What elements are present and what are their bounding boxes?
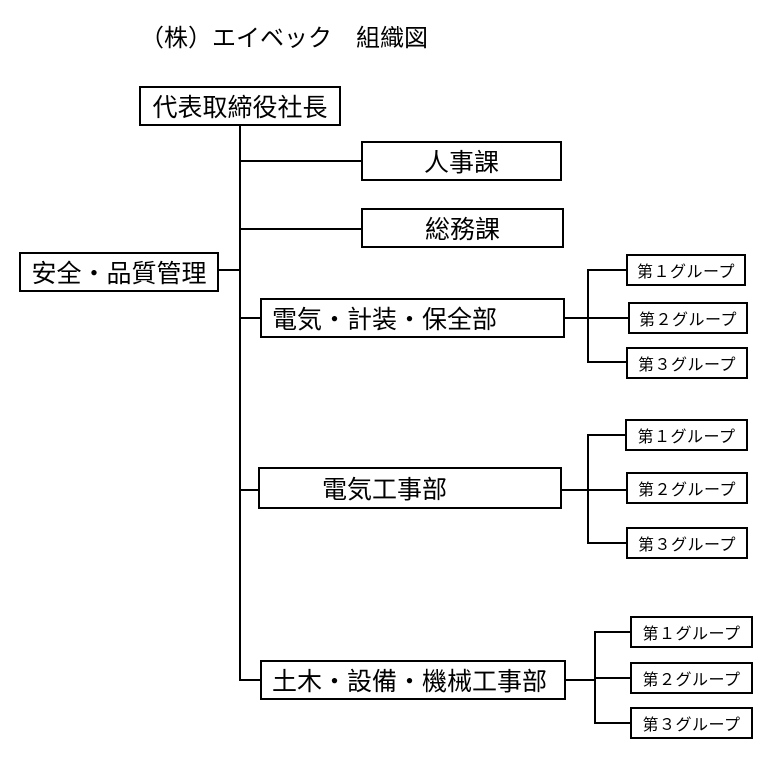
page-title: （株）エイベック 組織図 [140, 24, 428, 52]
dept-denki-keiso-hozen-box: 電気・計装・保全部 [260, 298, 565, 338]
dept1-group3-box: 第３グループ [626, 347, 748, 379]
anzen-box: 安全・品質管理 [19, 252, 219, 292]
dept1-group1-box: 第１グループ [626, 254, 746, 286]
dept3-group3-box: 第３グループ [630, 707, 753, 739]
dept-doboku-setsubi-kikai-box: 土木・設備・機械工事部 [260, 660, 566, 700]
dept1-group2-box: 第２グループ [628, 302, 748, 334]
president-box: 代表取締役社長 [139, 86, 341, 126]
dept3-group1-box: 第１グループ [630, 616, 753, 648]
jinji-box: 人事課 [361, 141, 562, 181]
dept3-group2-box: 第２グループ [630, 662, 753, 694]
somu-box: 総務課 [361, 208, 564, 248]
dept2-group3-box: 第３グループ [626, 527, 748, 559]
dept2-group1-box: 第１グループ [625, 419, 748, 451]
dept-denki-koji-box: 電気工事部 [258, 467, 562, 509]
dept2-group2-box: 第２グループ [626, 472, 748, 504]
